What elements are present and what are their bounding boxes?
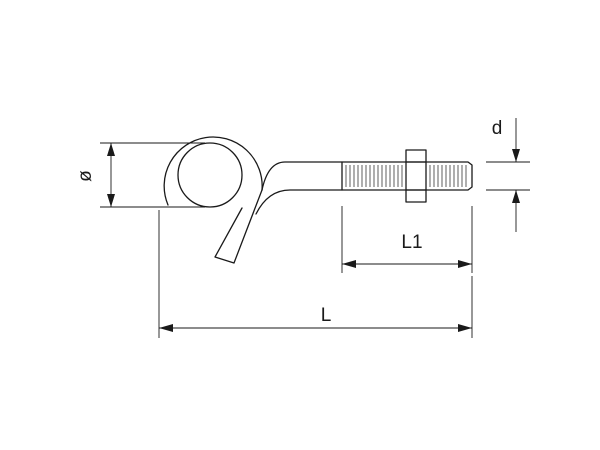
dimension-total-length: L (158, 210, 473, 338)
shank-neck (261, 161, 343, 191)
dimension-thread-diameter: d (486, 118, 530, 232)
threaded-shank (341, 161, 473, 191)
thread-length-label: L1 (401, 232, 422, 253)
thread-diameter-label: d (492, 118, 503, 139)
hook-bolt (163, 136, 473, 264)
diameter-label: ø (75, 170, 96, 182)
dimension-thread-length: L1 (341, 206, 473, 273)
dimension-diameter: ø (75, 142, 205, 208)
eye-inner-circle (177, 142, 243, 208)
total-length-label: L (321, 305, 332, 326)
hook-tail (214, 189, 263, 264)
eye-outer-arc (163, 136, 263, 206)
hex-nut (405, 149, 427, 203)
thread-lines (345, 165, 467, 187)
shank-neck-lower (255, 189, 343, 215)
